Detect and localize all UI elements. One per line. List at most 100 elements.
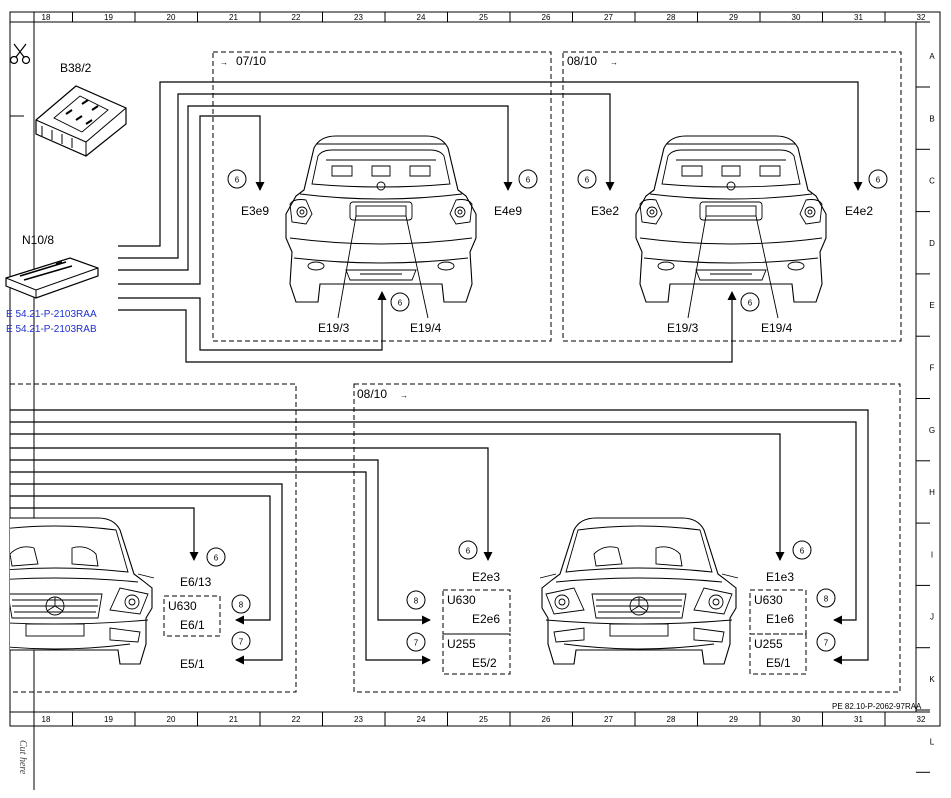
wire-e2e6 <box>10 459 431 625</box>
callout-number: 6 <box>235 176 240 185</box>
grid-row-E: E <box>929 301 934 310</box>
callout-number: 6 <box>748 299 753 308</box>
grid-col-30: 30 <box>792 13 801 22</box>
grid-col-32: 32 <box>917 715 926 724</box>
callout-number: 6 <box>876 176 881 185</box>
section-rear-left-label: 07/10 <box>236 54 266 68</box>
grid-col-24: 24 <box>417 13 426 22</box>
grid-col-22: 22 <box>292 13 301 22</box>
label-e3e2: E3e2 <box>591 204 619 218</box>
label-e19-3-left: E19/3 <box>318 321 350 335</box>
wire-e3e9 <box>118 115 265 285</box>
wire-e6-13 <box>10 507 199 561</box>
label-e4e9: E4e9 <box>494 204 522 218</box>
wire-e1e3 <box>10 433 785 561</box>
grid-row-H: H <box>929 488 935 497</box>
grid-col-22: 22 <box>292 715 301 724</box>
wire-e3e2 <box>118 93 615 259</box>
grid-col-28: 28 <box>667 715 676 724</box>
label-e4e2: E4e2 <box>845 204 873 218</box>
grid-col-23: 23 <box>354 13 363 22</box>
grid-col-32: 32 <box>917 13 926 22</box>
label-e5-1-left: E5/1 <box>180 657 205 671</box>
control-unit-n10-8 <box>5 257 99 299</box>
label-e5-1-right: E5/1 <box>766 656 791 670</box>
section-front-right-label: 08/10 <box>357 387 387 401</box>
grid-col-26: 26 <box>542 715 551 724</box>
grid-col-29: 29 <box>729 13 738 22</box>
grid-row-D: D <box>929 239 935 248</box>
callout-circle <box>518 169 538 189</box>
grid-row-A: A <box>929 52 935 61</box>
callout-circle <box>816 632 836 652</box>
callout-circle <box>231 631 251 651</box>
wire-e5-1-left <box>10 483 283 665</box>
grid-col-19: 19 <box>104 13 113 22</box>
section-front-right <box>353 383 901 693</box>
grid-col-23: 23 <box>354 715 363 724</box>
wire-e5-1-right <box>10 409 869 665</box>
rear-car-left <box>285 135 477 303</box>
grid-col-29: 29 <box>729 715 738 724</box>
callout-circle <box>816 588 836 608</box>
wire-e1e6 <box>10 421 857 625</box>
grid-col-27: 27 <box>604 715 613 724</box>
callout-number: 6 <box>526 176 531 185</box>
callout-number: 8 <box>824 595 829 604</box>
wire-e4e2 <box>118 81 863 247</box>
label-u255-mid: U255 <box>447 637 476 651</box>
wire-e4e9 <box>118 105 513 271</box>
callout-circle <box>406 632 426 652</box>
section-arrow-right: → <box>610 58 618 67</box>
callout-number: 6 <box>800 547 805 556</box>
callout-circle <box>792 540 812 560</box>
label-e2e6: E2e6 <box>472 612 500 626</box>
label-e2e3: E2e3 <box>472 570 500 584</box>
fuse-box-label: B38/2 <box>60 61 92 75</box>
callout-circle <box>390 292 410 312</box>
section-rear-right-label: 08/10 <box>567 54 597 68</box>
label-e3e9: E3e9 <box>241 204 269 218</box>
callout-circle <box>227 169 247 189</box>
label-e6-13: E6/13 <box>180 575 212 589</box>
callout-number: 6 <box>466 547 471 556</box>
callout-circle <box>406 590 426 610</box>
footer-reference: PE 82.10-P-2062-97RAA <box>832 702 922 711</box>
grid-col-21: 21 <box>229 13 238 22</box>
leader-e19-right <box>687 215 779 319</box>
grid-row-L: L <box>930 737 935 746</box>
label-e1e3: E1e3 <box>766 570 794 584</box>
callout-number: 7 <box>824 639 829 648</box>
wire-e6-1 <box>10 495 271 625</box>
callout-number: 7 <box>414 639 419 648</box>
label-e6-1: E6/1 <box>180 618 205 632</box>
label-e19-3-right: E19/3 <box>667 321 699 335</box>
wire-e19-right <box>118 291 737 363</box>
grid-col-18: 18 <box>42 13 51 22</box>
grid-col-20: 20 <box>167 13 176 22</box>
ref-link-rab-a[interactable]: E 54.21-P-2103RAA <box>6 309 97 320</box>
callout-circle <box>577 169 597 189</box>
grid-col-26: 26 <box>542 13 551 22</box>
grid-col-20: 20 <box>167 715 176 724</box>
label-u630-right: U630 <box>754 593 783 607</box>
grid-col-25: 25 <box>479 13 488 22</box>
grid-col-24: 24 <box>417 715 426 724</box>
grid-col-31: 31 <box>854 13 863 22</box>
grid-col-21: 21 <box>229 715 238 724</box>
module-u630-left <box>163 595 221 637</box>
grid-row-I: I <box>931 550 933 559</box>
ref-link-rab-b[interactable]: E 54.21-P-2103RAB <box>6 324 97 335</box>
grid-col-30: 30 <box>792 715 801 724</box>
scissors-icon <box>9 43 31 65</box>
callout-number: 6 <box>214 554 219 563</box>
wire-e2e3 <box>10 447 493 561</box>
callout-circle <box>458 540 478 560</box>
column-grid: 1818191920202121222223232424252526262727… <box>9 12 926 726</box>
grid-col-27: 27 <box>604 13 613 22</box>
grid-row-C: C <box>929 177 935 186</box>
grid-col-19: 19 <box>104 715 113 724</box>
